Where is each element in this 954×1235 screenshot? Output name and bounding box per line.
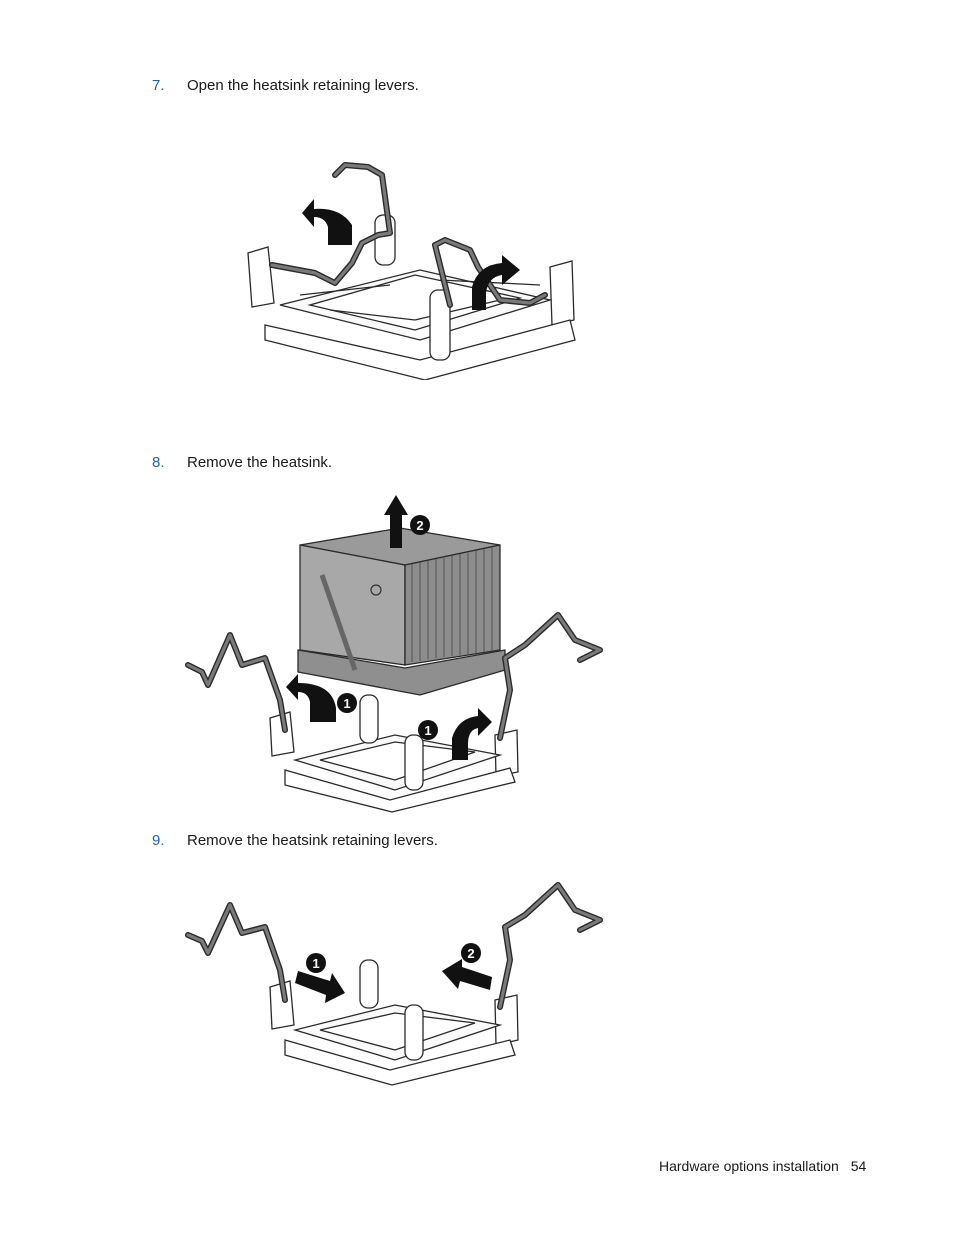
remove-heatsink-figure: 2 1 1 bbox=[180, 490, 610, 820]
footer-section-title: Hardware options installation bbox=[659, 1158, 839, 1174]
step-text: Open the heatsink retaining levers. bbox=[187, 77, 419, 94]
page-number: 54 bbox=[850, 1158, 867, 1174]
step-7: 7. Open the heatsink retaining levers. bbox=[152, 77, 419, 95]
svg-text:1: 1 bbox=[343, 696, 350, 711]
svg-text:1: 1 bbox=[424, 723, 431, 738]
step-9: 9. Remove the heatsink retaining levers. bbox=[152, 832, 438, 850]
open-levers-figure bbox=[240, 155, 580, 380]
step-number: 7. bbox=[152, 77, 165, 94]
step-number: 9. bbox=[152, 832, 165, 849]
remove-heatsink-illustration: 2 1 1 bbox=[185, 495, 603, 813]
step-text: Remove the heatsink retaining levers. bbox=[187, 832, 438, 849]
step-8: 8. Remove the heatsink. bbox=[152, 454, 332, 472]
page-footer: Hardware options installation 54 bbox=[659, 1158, 866, 1174]
svg-text:2: 2 bbox=[467, 946, 474, 961]
step-text: Remove the heatsink. bbox=[187, 454, 333, 471]
remove-levers-figure: 1 2 bbox=[180, 875, 610, 1090]
remove-levers-illustration: 1 2 bbox=[185, 882, 603, 1086]
svg-text:1: 1 bbox=[312, 956, 319, 971]
open-levers-illustration bbox=[247, 162, 576, 380]
step-number: 8. bbox=[152, 454, 165, 471]
svg-text:2: 2 bbox=[416, 518, 423, 533]
